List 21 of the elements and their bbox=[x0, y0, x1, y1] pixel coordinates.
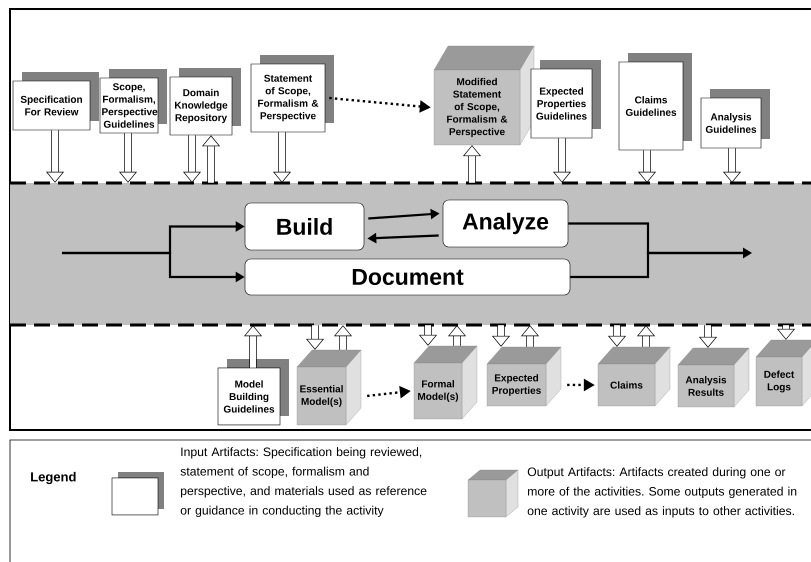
legend-text: Output Artifacts: Artifacts created during one or more of the activities. Some outputs generated in one activity are used as inputs to other activities. bbox=[528, 467, 796, 518]
legend-title: Legend bbox=[31, 472, 76, 484]
artifact-cube: Modified Statement of Scope, Formalism & Perspective bbox=[434, 46, 534, 146]
legend-text: Input Artifacts: Specification being reviewed, statement of scope, formalism and perspective, and materials used as reference or guidance in conducting the activity bbox=[180, 447, 426, 518]
artifact-cube: Defect Logs bbox=[756, 340, 811, 406]
artifact-cube: Expected Properties bbox=[486, 346, 562, 406]
activity-box: Analyze bbox=[442, 200, 568, 248]
document-box: Domain Knowledge Repository bbox=[170, 68, 241, 136]
artifact-cube: Analysis Results bbox=[678, 348, 750, 408]
artifact-cube: Claims bbox=[598, 346, 670, 406]
document-box: Scope, Formalism, Perspective Guidelines bbox=[100, 69, 167, 134]
document-box: Expected Properties Guidelines bbox=[530, 60, 601, 138]
artifact-cube: Essential Model(s) bbox=[296, 350, 362, 426]
document-box: Specification For Review bbox=[12, 72, 99, 130]
artifact-cube: Formal Model(s) bbox=[414, 346, 478, 420]
document-box: Claims Guidelines bbox=[618, 53, 692, 150]
document-box: Statement of Scope, Formalism & Perspective bbox=[250, 55, 334, 132]
activity-box: Build bbox=[244, 202, 364, 250]
document-box: Analysis Guidelines bbox=[700, 89, 770, 148]
document-box: Model Building Guidelines bbox=[218, 359, 289, 426]
activity-box: Document bbox=[244, 258, 570, 296]
